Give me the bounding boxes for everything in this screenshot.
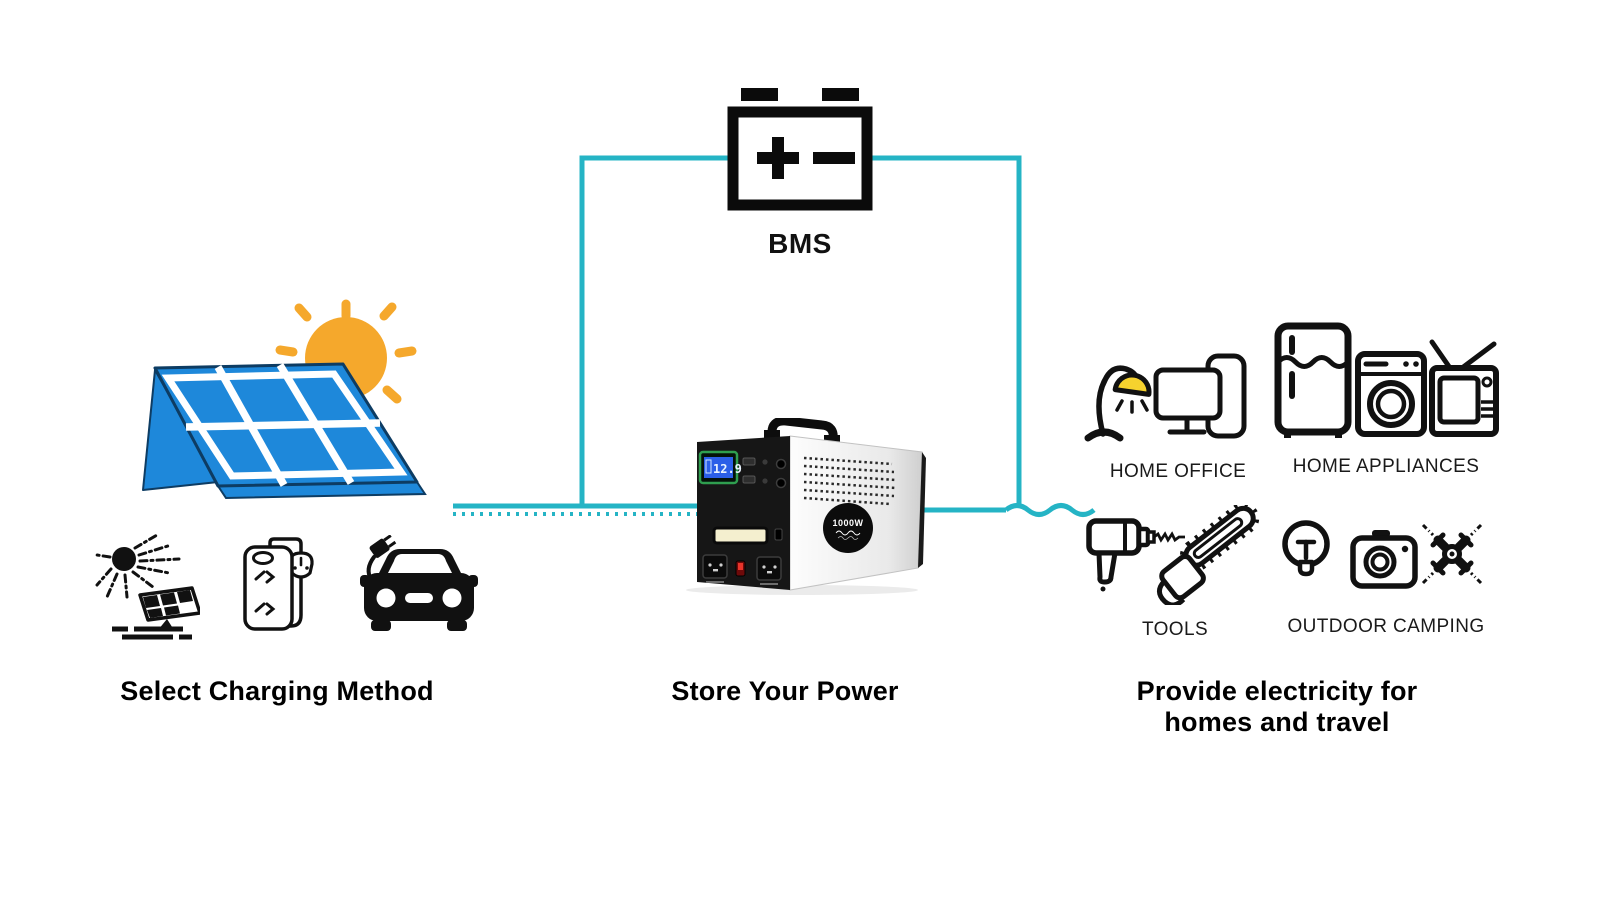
battery-terminal-right xyxy=(822,88,859,101)
car-plug xyxy=(369,535,397,558)
power-switch xyxy=(735,560,746,577)
camera-icon xyxy=(1350,530,1418,589)
panel-grid xyxy=(161,363,408,487)
side-vents xyxy=(803,456,897,506)
line-battery-left xyxy=(579,155,728,506)
home-office-label: HOME OFFICE xyxy=(1109,461,1247,482)
washing-machine-icon xyxy=(1355,351,1427,437)
bms-block: BMS xyxy=(723,88,877,260)
ac-outlet-right xyxy=(756,556,782,585)
outdoor-camping-label: OUTDOOR CAMPING xyxy=(1287,616,1485,637)
socket-slots xyxy=(254,570,276,616)
outdoor-camping-icons xyxy=(1282,520,1483,589)
line-battery-right xyxy=(870,155,1022,506)
battery-plus-sign xyxy=(757,137,799,179)
sun-rays xyxy=(95,533,181,599)
solar-sun-icon xyxy=(95,533,200,640)
plug-head xyxy=(288,551,314,579)
group-home-office: HOME OFFICE xyxy=(1078,350,1278,483)
line-wavy xyxy=(1004,503,1096,517)
output-caption-line1: Provide electricity for xyxy=(1136,676,1418,706)
computer-icon xyxy=(1153,353,1247,439)
socket-body xyxy=(243,545,294,631)
solar-panel xyxy=(142,362,427,500)
group-tools: TOOLS xyxy=(1085,505,1265,641)
ac-outlet-left xyxy=(702,554,728,583)
storage-caption: Store Your Power xyxy=(671,676,899,706)
tools-label: TOOLS xyxy=(1141,619,1209,640)
battery-body xyxy=(727,106,873,211)
fridge-icon xyxy=(1274,322,1352,438)
group-outdoor-camping: OUTDOOR CAMPING xyxy=(1280,512,1492,638)
solar-panel-illustration xyxy=(142,299,427,500)
output-caption-line2: homes and travel xyxy=(1164,707,1390,737)
lcd-reading: 12.9 xyxy=(713,462,742,476)
group-home-appliances: HOME APPLIANCES xyxy=(1272,322,1500,478)
handle xyxy=(767,418,838,441)
front-ports xyxy=(742,457,787,489)
adapter-cable-top xyxy=(268,537,303,553)
bms-title: BMS xyxy=(768,228,832,259)
battery-terminal-left xyxy=(741,88,778,101)
battery-icon xyxy=(727,88,873,211)
power-badge: 1000W xyxy=(823,503,873,553)
desk-lamp-icon xyxy=(1084,365,1152,442)
ac-adapter-icon xyxy=(243,537,314,631)
tv-icon xyxy=(1429,339,1499,437)
badge-watts: 1000W xyxy=(832,518,863,528)
mini-panel xyxy=(138,586,200,630)
back-edge xyxy=(918,452,926,568)
home-office-icons xyxy=(1084,353,1247,442)
light-bulb-icon xyxy=(1282,520,1330,577)
power-station: 12.9 xyxy=(686,418,926,595)
shadow xyxy=(686,585,918,595)
lcd-display: 12.9 xyxy=(698,450,742,485)
light-switch xyxy=(774,528,783,541)
home-appliances-icons xyxy=(1274,322,1499,438)
ground-lines xyxy=(112,626,192,640)
light-bar xyxy=(712,526,769,545)
car-body-group xyxy=(360,549,478,631)
car-charging-icon xyxy=(360,535,478,631)
tools-icons xyxy=(1086,505,1260,605)
output-caption: Provide electricity for homes and travel xyxy=(1077,676,1477,738)
drill-icon xyxy=(1086,518,1185,592)
drone-icon xyxy=(1421,523,1483,585)
home-appliances-label: HOME APPLIANCES xyxy=(1292,456,1480,477)
chainsaw-icon xyxy=(1156,505,1260,605)
battery-minus-sign xyxy=(813,152,855,164)
charging-caption: Select Charging Method xyxy=(120,676,434,706)
